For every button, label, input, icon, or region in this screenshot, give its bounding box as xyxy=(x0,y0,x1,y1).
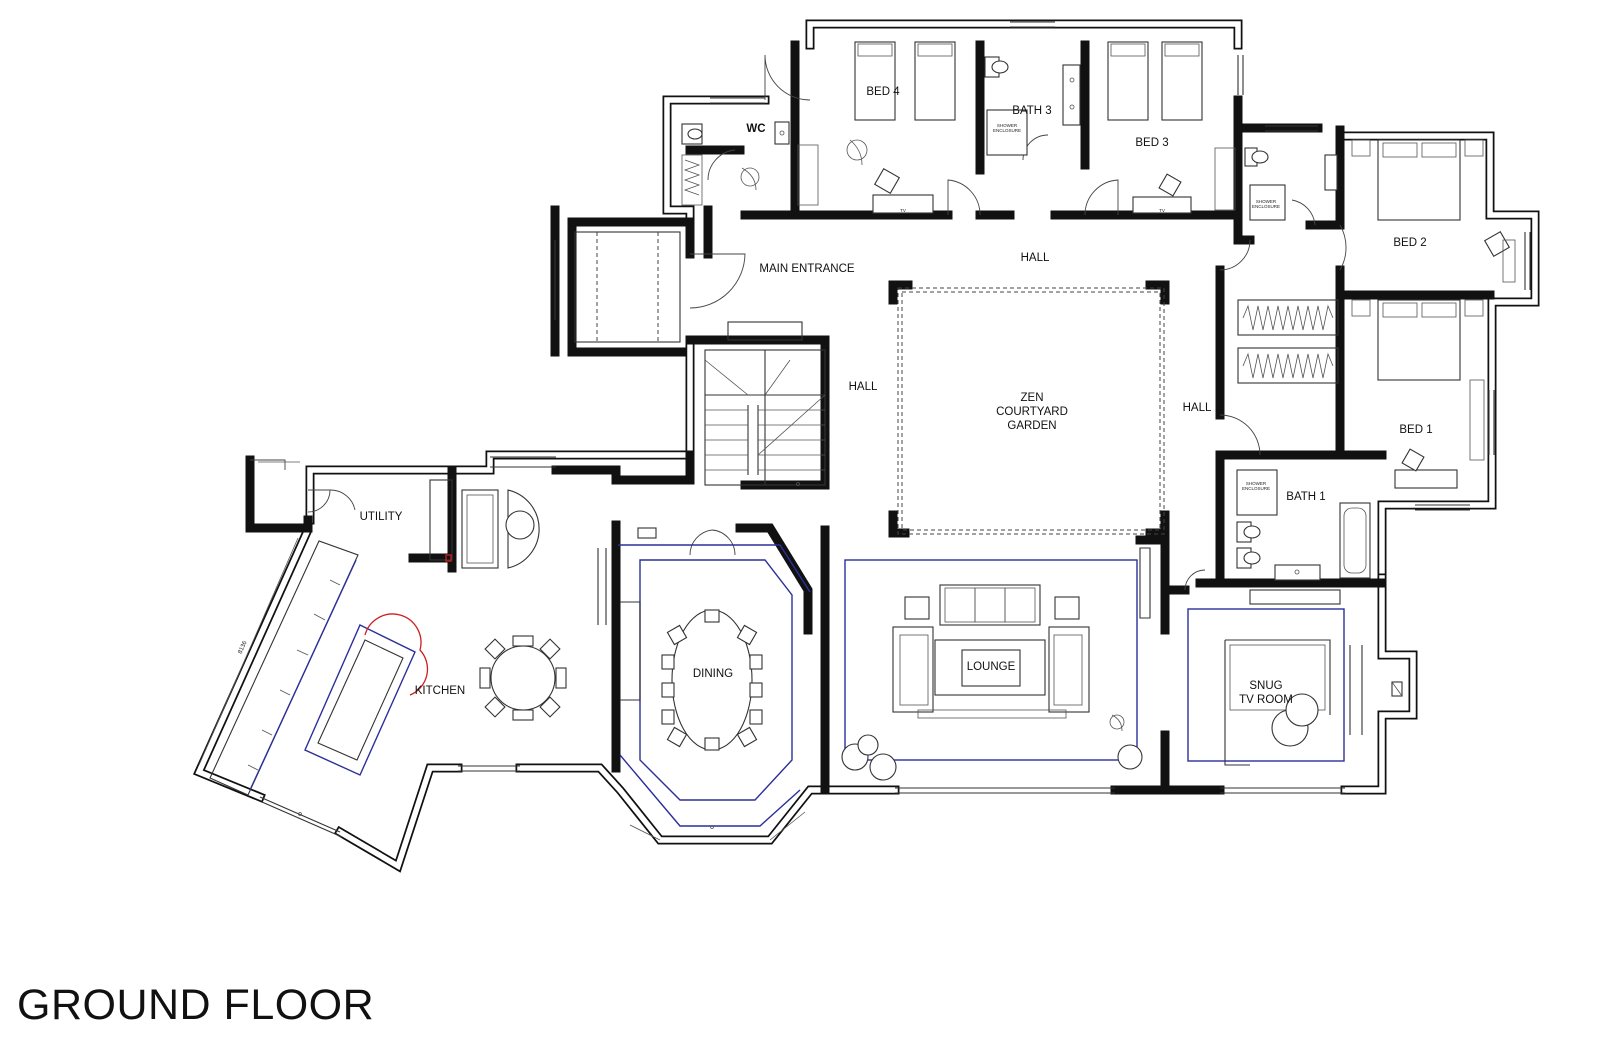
label-lounge: LOUNGE xyxy=(967,661,1016,673)
bed2-furniture xyxy=(1351,139,1516,283)
utility-fixtures xyxy=(429,479,540,569)
shower-label-ensuite-1: SHOWER xyxy=(1256,199,1277,204)
shower-label-bath3-1: SHOWER xyxy=(997,123,1018,128)
label-dining: DINING xyxy=(693,668,733,680)
misc-details xyxy=(258,231,800,829)
label-kitchen: KITCHEN xyxy=(415,685,465,697)
tv-label-bed3: TV xyxy=(1159,208,1165,213)
shower-label-ensuite-2: ENCLOSURE xyxy=(1252,204,1280,209)
label-zen-2: COURTYARD xyxy=(996,406,1068,418)
bed4-furniture xyxy=(797,41,956,214)
windows xyxy=(259,21,1531,838)
zen-courtyard-outline xyxy=(897,287,1165,535)
fixture-labels: TV TV SHOWER ENCLOSURE SHOWER ENCLOSURE … xyxy=(900,123,1280,491)
label-hall-left: HALL xyxy=(849,381,878,393)
dimension-label: 8136 xyxy=(238,640,249,655)
exterior-walls xyxy=(192,19,1540,873)
label-bed4: BED 4 xyxy=(866,86,900,98)
label-bed1: BED 1 xyxy=(1399,424,1432,436)
label-zen-3: GARDEN xyxy=(1007,420,1056,432)
label-zen-1: ZEN xyxy=(1021,392,1044,404)
label-wc: WC xyxy=(746,123,765,135)
bed1-furniture xyxy=(1351,299,1485,489)
wardrobes xyxy=(1237,299,1339,384)
label-bed2: BED 2 xyxy=(1393,237,1426,249)
label-snug-1: SNUG xyxy=(1249,680,1282,692)
bed2-ensuite-fixtures xyxy=(1244,147,1338,221)
label-bath3: BATH 3 xyxy=(1012,105,1051,117)
staircase xyxy=(704,321,826,486)
doors xyxy=(250,54,1347,591)
shower-label-bath3-2: ENCLOSURE xyxy=(993,128,1021,133)
lounge-furniture xyxy=(841,547,1151,781)
label-hall-right: HALL xyxy=(1183,402,1212,414)
bath1-fixtures xyxy=(1236,469,1371,581)
plan-title: GROUND FLOOR xyxy=(17,981,375,1029)
label-bath1: BATH 1 xyxy=(1286,491,1325,503)
label-bed3: BED 3 xyxy=(1135,137,1168,149)
tv-label-bed4: TV xyxy=(900,208,906,213)
snug-furniture xyxy=(1187,589,1403,766)
wc-fixtures xyxy=(681,121,790,206)
bed3-furniture xyxy=(1107,41,1236,214)
dining-furniture xyxy=(618,527,811,841)
kitchen-dimension: 8136 xyxy=(198,537,299,766)
bath3-fixtures xyxy=(984,56,1081,156)
label-hall-top: HALL xyxy=(1021,252,1050,264)
kitchen-furniture xyxy=(209,540,567,796)
label-main-entrance: MAIN ENTRANCE xyxy=(759,263,855,275)
room-labels: BED 4 WC BATH 3 BED 3 BED 2 BED 1 BATH 1… xyxy=(360,86,1433,706)
label-utility: UTILITY xyxy=(360,511,403,523)
label-snug-2: TV ROOM xyxy=(1239,694,1293,706)
shower-label-bath1-2: ENCLOSURE xyxy=(1242,486,1270,491)
shower-label-bath1-1: SHOWER xyxy=(1246,481,1267,486)
